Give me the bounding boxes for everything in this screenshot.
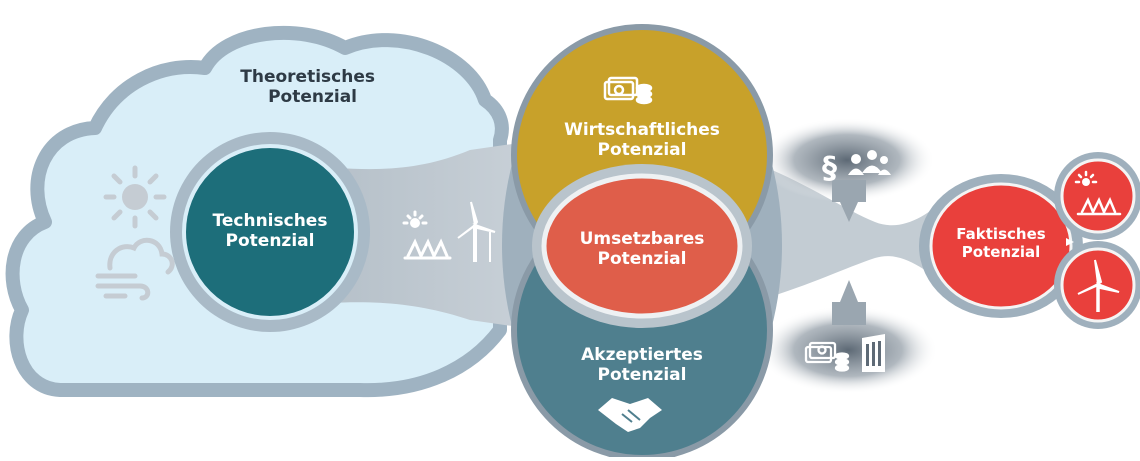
technical-circle: [182, 144, 358, 320]
down-arrow: [832, 180, 866, 222]
accepted-label: Akzeptiertes Potenzial: [581, 345, 703, 386]
factual-connector: [760, 165, 960, 300]
wind-factual-icon: [1077, 259, 1120, 312]
building-icon: [862, 334, 885, 372]
wind-turbine-icon: [457, 201, 496, 262]
technical-connector: [300, 140, 540, 330]
handshake-icon: [598, 398, 662, 432]
money-coins-icon: [603, 76, 653, 105]
sun-icon: [103, 165, 167, 229]
theoretical-label: Theoretisches Potenzial: [240, 67, 375, 108]
technical-label: Technisches Potenzial: [212, 211, 328, 252]
solar-factual-icon: [1074, 170, 1122, 216]
solar-circle: [1060, 158, 1136, 234]
factual-ellipse: [929, 182, 1073, 310]
top-constraint-blob: [759, 118, 935, 202]
feasible-label: Umsetzbares Potenzial: [579, 229, 705, 270]
bottom-constraint-blob: [758, 306, 938, 394]
economic-label: Wirtschaftliches Potenzial: [564, 120, 720, 161]
solar-panel-icon: [402, 210, 452, 260]
legal-icon: §: [822, 151, 837, 186]
wind-cloud-icon: [95, 237, 175, 301]
people-icon: [848, 150, 891, 175]
feasible-ellipse: [541, 173, 743, 319]
money-icon-bottom: [804, 341, 850, 372]
up-arrow: [832, 280, 866, 325]
factual-label: Faktisches Potenzial: [956, 225, 1046, 261]
